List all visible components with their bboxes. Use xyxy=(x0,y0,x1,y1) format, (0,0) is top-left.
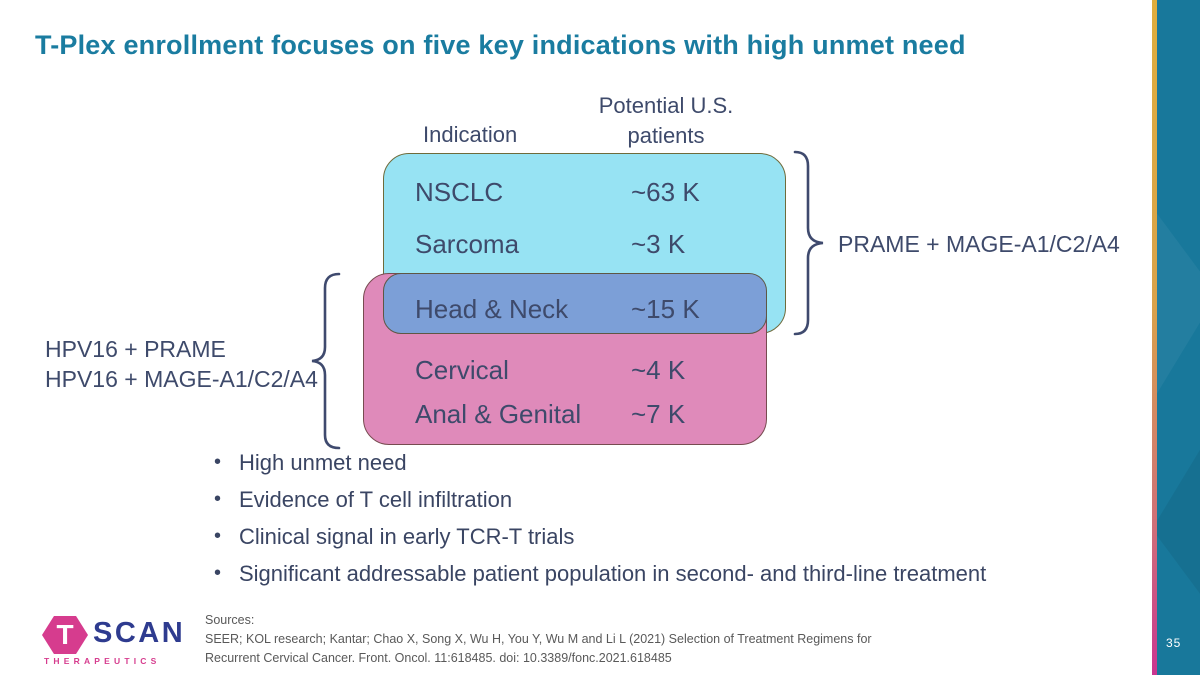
patients-value: ~7 K xyxy=(631,399,686,429)
bullet-text: Evidence of T cell infiltration xyxy=(239,487,513,512)
band-triangle-decoration xyxy=(1157,200,1200,410)
list-item: Clinical signal in early TCR-T trials xyxy=(208,525,986,548)
column-header-patients-line1: Potential U.S. xyxy=(598,93,734,118)
sources-block: Sources: SEER; KOL research; Kantar; Cha… xyxy=(205,611,872,668)
edge-gradient-stripe xyxy=(1152,0,1157,675)
sources-line1: SEER; KOL research; Kantar; Chao X, Song… xyxy=(205,632,872,646)
patients-value: ~15 K xyxy=(631,294,700,324)
bullet-text: High unmet need xyxy=(239,450,407,475)
indication-label: Anal & Genital xyxy=(415,399,582,429)
table-row: Anal & Genital ~7 K xyxy=(415,399,775,429)
band-triangle-decoration xyxy=(1157,430,1200,610)
hpv16-group-label: HPV16 + PRAME HPV16 + MAGE-A1/C2/A4 xyxy=(45,334,318,394)
sources-line2: Recurrent Cervical Cancer. Front. Oncol.… xyxy=(205,651,672,665)
column-header-patients: Potential U.S. patients xyxy=(578,91,754,151)
prame-group-label: PRAME + MAGE-A1/C2/A4 xyxy=(838,231,1120,257)
edge-teal-band xyxy=(1157,0,1200,675)
slide-title: T-Plex enrollment focuses on five key in… xyxy=(35,30,966,60)
page-number: 35 xyxy=(1166,636,1182,650)
bullet-text: Clinical signal in early TCR-T trials xyxy=(239,524,575,549)
hpv16-group-label-line2: HPV16 + MAGE-A1/C2/A4 xyxy=(45,366,318,392)
logo-therapeutics-text: THERAPEUTICS xyxy=(44,656,161,666)
sources-label: Sources: xyxy=(205,613,255,627)
logo-hexagon-icon: T xyxy=(42,616,88,654)
tscan-logo: T SCAN THERAPEUTICS xyxy=(38,609,203,667)
list-item: High unmet need xyxy=(208,451,986,474)
list-item: Significant addressable patient populati… xyxy=(208,562,986,585)
table-row: Sarcoma ~3 K xyxy=(415,229,775,259)
indication-label: Head & Neck xyxy=(415,294,569,324)
right-brace xyxy=(790,148,830,340)
column-header-indication: Indication xyxy=(423,122,518,147)
indication-label: Sarcoma xyxy=(415,229,520,259)
overlap-box xyxy=(383,273,767,334)
left-brace xyxy=(308,271,344,451)
column-header-patients-line2: patients xyxy=(627,123,705,148)
logo-t: T xyxy=(56,619,74,650)
patients-value: ~4 K xyxy=(631,355,686,385)
patients-value: ~3 K xyxy=(631,229,686,259)
hpv16-group-label-line1: HPV16 + PRAME xyxy=(45,336,226,362)
list-item: Evidence of T cell infiltration xyxy=(208,488,986,511)
logo-scan-text: SCAN xyxy=(93,617,186,649)
table-row: NSCLC ~63 K xyxy=(415,177,775,207)
patients-value: ~63 K xyxy=(631,177,700,207)
indication-label: Cervical xyxy=(415,355,509,385)
table-row: Cervical ~4 K xyxy=(415,355,775,385)
indication-label: NSCLC xyxy=(415,177,504,207)
table-row: Head & Neck ~15 K xyxy=(415,294,775,324)
key-points-list: High unmet need Evidence of T cell infil… xyxy=(208,451,986,599)
bullet-text: Significant addressable patient populati… xyxy=(239,561,987,586)
